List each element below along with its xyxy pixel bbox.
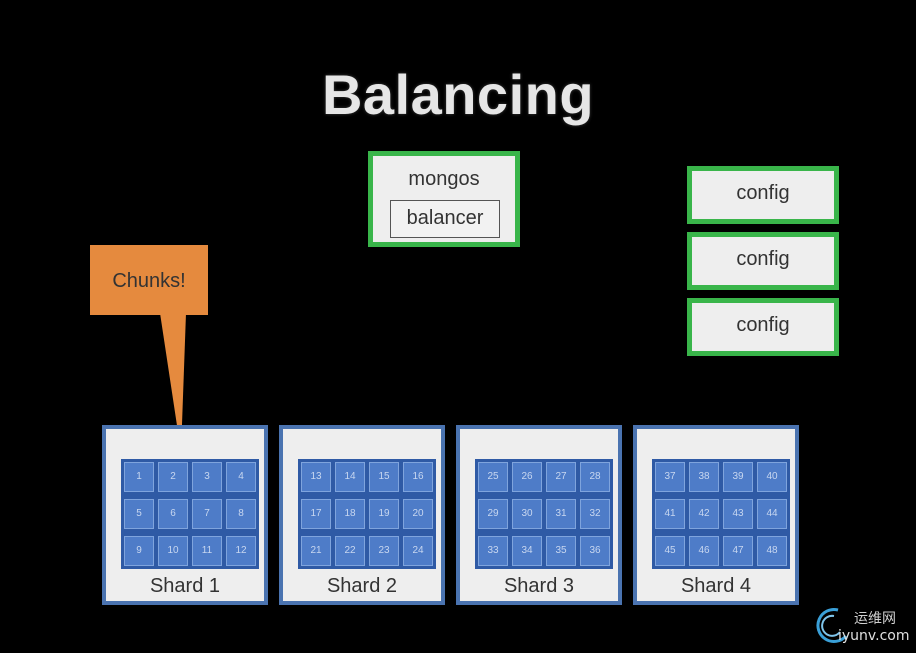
shard-label: Shard 4: [680, 575, 752, 597]
chunk-cell: 9: [124, 536, 154, 566]
chunk-cell: 23: [369, 536, 399, 566]
chunk-cell: 45: [655, 536, 685, 566]
chunk-cell: 43: [723, 499, 753, 529]
chunk-cell: 30: [512, 499, 542, 529]
chunk-cell: 31: [546, 499, 576, 529]
chunk-cell: 8: [226, 499, 256, 529]
chunk-cell: 14: [335, 462, 365, 492]
chunk-cell: 41: [655, 499, 685, 529]
balancer-box: balancer: [390, 200, 500, 238]
mongos-label: mongos: [408, 168, 480, 190]
chunk-cell: 22: [335, 536, 365, 566]
chunk-cell: 20: [403, 499, 433, 529]
chunk-cell: 4: [226, 462, 256, 492]
chunk-cell: 35: [546, 536, 576, 566]
chunk-cell: 28: [580, 462, 610, 492]
chunk-cell: 38: [689, 462, 719, 492]
chunk-cell: 36: [580, 536, 610, 566]
chunk-cell: 3: [192, 462, 222, 492]
config-server-3: config: [687, 298, 839, 356]
chunk-cell: 29: [478, 499, 508, 529]
chunk-cell: 17: [301, 499, 331, 529]
watermark-url-text: iyunv.com: [838, 628, 910, 644]
mongos-box: mongos balancer: [368, 151, 520, 247]
shard-label: Shard 2: [326, 575, 398, 597]
chunk-cell: 21: [301, 536, 331, 566]
watermark-logo-icon: [816, 608, 848, 643]
chunk-cell: 5: [124, 499, 154, 529]
chunk-cell: 26: [512, 462, 542, 492]
chunk-cell: 25: [478, 462, 508, 492]
watermark-cn-text: 运维网: [854, 611, 896, 627]
watermark: 运维网 iyunv.com: [812, 602, 916, 652]
config-server-1: config: [687, 166, 839, 224]
chunk-cell: 1: [124, 462, 154, 492]
chunk-cell: 11: [192, 536, 222, 566]
chunk-cell: 6: [158, 499, 188, 529]
chunk-cell: 24: [403, 536, 433, 566]
chunk-cell: 12: [226, 536, 256, 566]
shard-label: Shard 1: [149, 575, 221, 597]
chunk-cell: 2: [158, 462, 188, 492]
chunk-cell: 47: [723, 536, 753, 566]
chunk-cell: 48: [757, 536, 787, 566]
chunk-cell: 37: [655, 462, 685, 492]
chunk-cell: 34: [512, 536, 542, 566]
config-server-2: config: [687, 232, 839, 290]
chunks-callout: Chunks!: [90, 245, 208, 315]
chunk-cell: 32: [580, 499, 610, 529]
chunk-cell: 19: [369, 499, 399, 529]
chunk-cell: 40: [757, 462, 787, 492]
chunk-cell: 27: [546, 462, 576, 492]
chunk-cell: 18: [335, 499, 365, 529]
chunk-cell: 46: [689, 536, 719, 566]
chunk-cell: 13: [301, 462, 331, 492]
chunk-cell: 10: [158, 536, 188, 566]
chunk-cell: 44: [757, 499, 787, 529]
chunk-cell: 42: [689, 499, 719, 529]
slide-title: Balancing: [321, 63, 595, 126]
chunk-cell: 39: [723, 462, 753, 492]
chunk-cell: 7: [192, 499, 222, 529]
chunk-cell: 16: [403, 462, 433, 492]
shard-label: Shard 3: [503, 575, 575, 597]
chunk-cell: 15: [369, 462, 399, 492]
chunk-cell: 33: [478, 536, 508, 566]
